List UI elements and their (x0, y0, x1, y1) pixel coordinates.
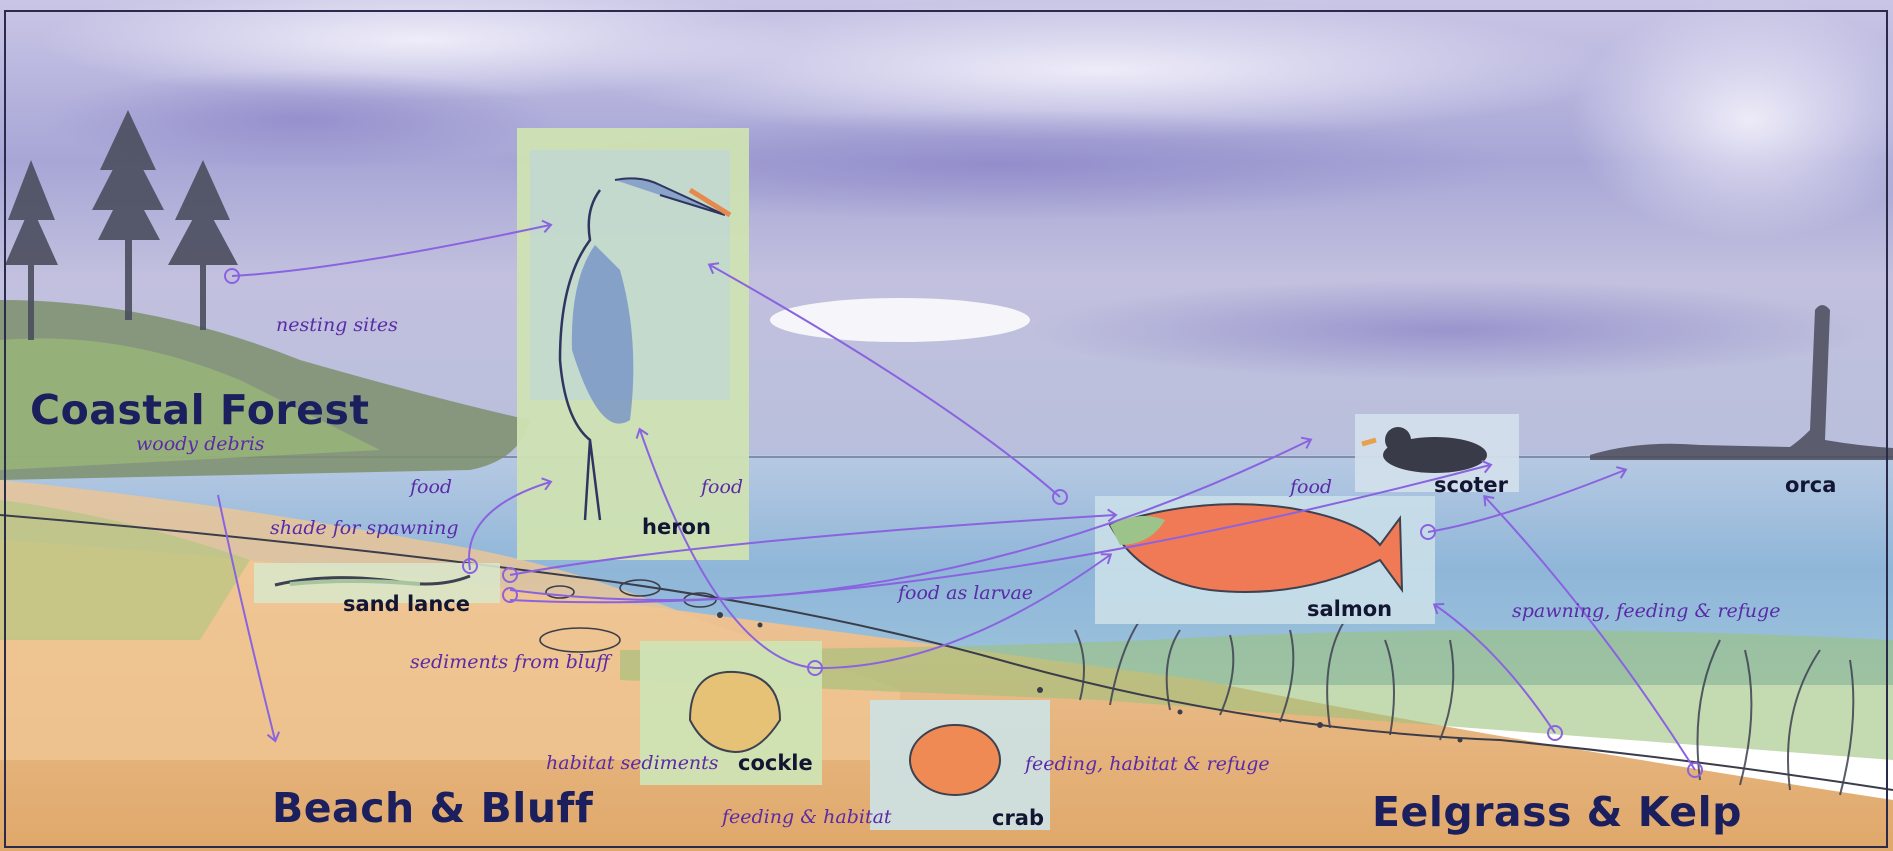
relationship-label-food: food (410, 476, 452, 498)
relationship-label-food: food (1290, 476, 1332, 498)
animal-label-salmon: salmon (1307, 597, 1392, 621)
relationship-label-woody-debris: woody debris (136, 433, 265, 455)
relationship-label-nesting-sites: nesting sites (276, 314, 398, 336)
animal-label-cockle: cockle (738, 751, 813, 775)
animal-label-heron: heron (642, 515, 711, 539)
relationship-label-spawning-feeding-refuge: spawning, feeding & refuge (1512, 600, 1780, 622)
animal-label-scoter: scoter (1434, 473, 1508, 497)
relationship-label-sediments-from-bluff: sediments from bluff (410, 651, 610, 673)
relationship-label-food-as-larvae: food as larvae (898, 582, 1033, 604)
zone-title-eelgrass-kelp: Eelgrass & Kelp (1372, 788, 1742, 836)
animal-label-sand-lance: sand lance (343, 592, 470, 616)
relationship-label-habitat-sediments: habitat sediments (546, 752, 719, 774)
zone-title-coastal-forest: Coastal Forest (30, 386, 369, 434)
relationship-label-shade-for-spawning: shade for spawning (270, 517, 459, 539)
relationship-label-food: food (701, 476, 743, 498)
relationship-label-feeding-habitat-refuge: feeding, habitat & refuge (1025, 753, 1270, 775)
animal-label-orca: orca (1785, 473, 1836, 497)
relationship-label-feeding-habitat: feeding & habitat (722, 806, 892, 828)
animal-label-crab: crab (992, 806, 1044, 830)
zone-title-beach-bluff: Beach & Bluff (272, 784, 593, 832)
